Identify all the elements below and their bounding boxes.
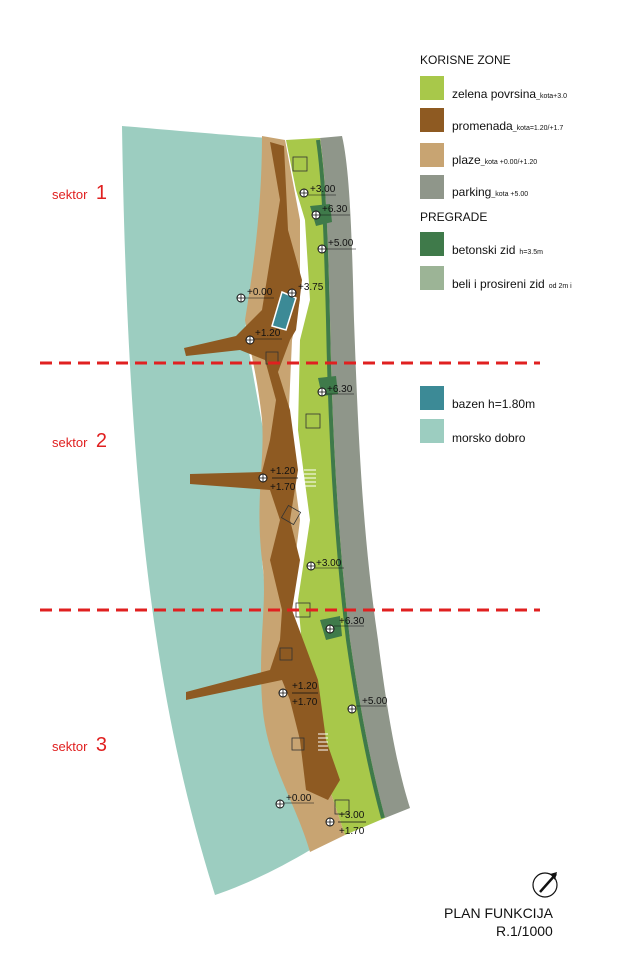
- pool-swatch: [420, 386, 444, 410]
- level-marker: +3.00: [306, 558, 344, 571]
- white-wall-swatch: [420, 266, 444, 290]
- site-square: [291, 737, 305, 751]
- level-marker: +3.00: [299, 184, 336, 198]
- svg-text:+6.30: +6.30: [327, 384, 353, 395]
- plan-title: PLAN FUNKCIJA: [444, 905, 554, 921]
- level-marker: +1.20: [245, 328, 282, 345]
- level-marker: +1.20 +1.70: [278, 681, 318, 708]
- svg-text:+1.20: +1.20: [270, 466, 296, 477]
- svg-text:+5.00: +5.00: [362, 696, 388, 707]
- legend-item-parking: parking_kota +5.00: [452, 185, 528, 199]
- stairs: [304, 469, 316, 487]
- stairs: [318, 733, 328, 751]
- sector-label-3: sektor 3: [52, 734, 107, 756]
- svg-text:+1.70: +1.70: [270, 482, 296, 493]
- svg-text:+6.30: +6.30: [322, 204, 348, 215]
- parking-swatch: [420, 175, 444, 199]
- level-marker: +6.30: [317, 384, 354, 397]
- site-square: [334, 799, 350, 815]
- level-marker: +5.00: [347, 696, 388, 714]
- sector-label-2: sektor 2: [52, 430, 107, 452]
- legend-title-pregrade: PREGRADE: [420, 210, 487, 224]
- svg-text:+6.30: +6.30: [339, 616, 365, 627]
- level-marker: +6.30: [325, 616, 365, 634]
- svg-text:+3.00: +3.00: [310, 184, 336, 195]
- legend-title-zones: KORISNE ZONE: [420, 53, 511, 67]
- svg-text:+3.75: +3.75: [298, 282, 324, 293]
- svg-text:+1.20: +1.20: [292, 681, 318, 692]
- level-marker: +3.00 +1.70: [325, 810, 366, 837]
- legend-item-zelena: zelena povrsina_kota+3.0: [452, 87, 567, 101]
- legend-item-bazen: bazen h=1.80m: [452, 397, 535, 411]
- level-marker: +1.20 +1.70: [258, 466, 298, 493]
- legend: KORISNE ZONE zelena povrsina_kota+3.0 pr…: [420, 53, 572, 445]
- svg-text:+1.70: +1.70: [292, 697, 318, 708]
- concrete-wall-swatch: [420, 232, 444, 256]
- svg-text:+1.20: +1.20: [255, 328, 281, 339]
- plan-scale: R.1/1000: [496, 923, 553, 939]
- promenade: [184, 142, 340, 800]
- legend-item-more: morsko dobro: [452, 431, 526, 445]
- green-area-swatch: [420, 76, 444, 100]
- legend-item-plaze: plaze_kota +0.00/+1.20: [452, 153, 537, 167]
- svg-text:+0.00: +0.00: [286, 793, 312, 804]
- sector-label-1: sektor 1: [52, 182, 107, 204]
- level-marker: +0.00: [275, 793, 314, 809]
- svg-text:+5.00: +5.00: [328, 238, 354, 249]
- level-marker: +6.30: [311, 204, 350, 220]
- level-marker: +3.75: [287, 282, 324, 298]
- legend-item-promenada: promenada_kota=1.20/+1.7: [452, 119, 563, 133]
- concrete-wall: [316, 139, 385, 819]
- parking-area: [320, 136, 410, 818]
- north-arrow-icon: [532, 872, 558, 898]
- site-square: [305, 413, 321, 429]
- svg-text:+3.00: +3.00: [339, 810, 365, 821]
- level-marker: +5.00: [317, 238, 356, 254]
- sea-swatch: [420, 419, 444, 443]
- promenade-swatch: [420, 108, 444, 132]
- site-square: [280, 504, 302, 526]
- svg-text:+0.00: +0.00: [247, 287, 273, 298]
- beach-swatch: [420, 143, 444, 167]
- site-square: [292, 156, 308, 172]
- svg-text:+3.00: +3.00: [316, 558, 342, 569]
- site-square: [279, 647, 293, 661]
- svg-text:+1.70: +1.70: [339, 826, 365, 837]
- level-marker: +0.00: [236, 287, 274, 303]
